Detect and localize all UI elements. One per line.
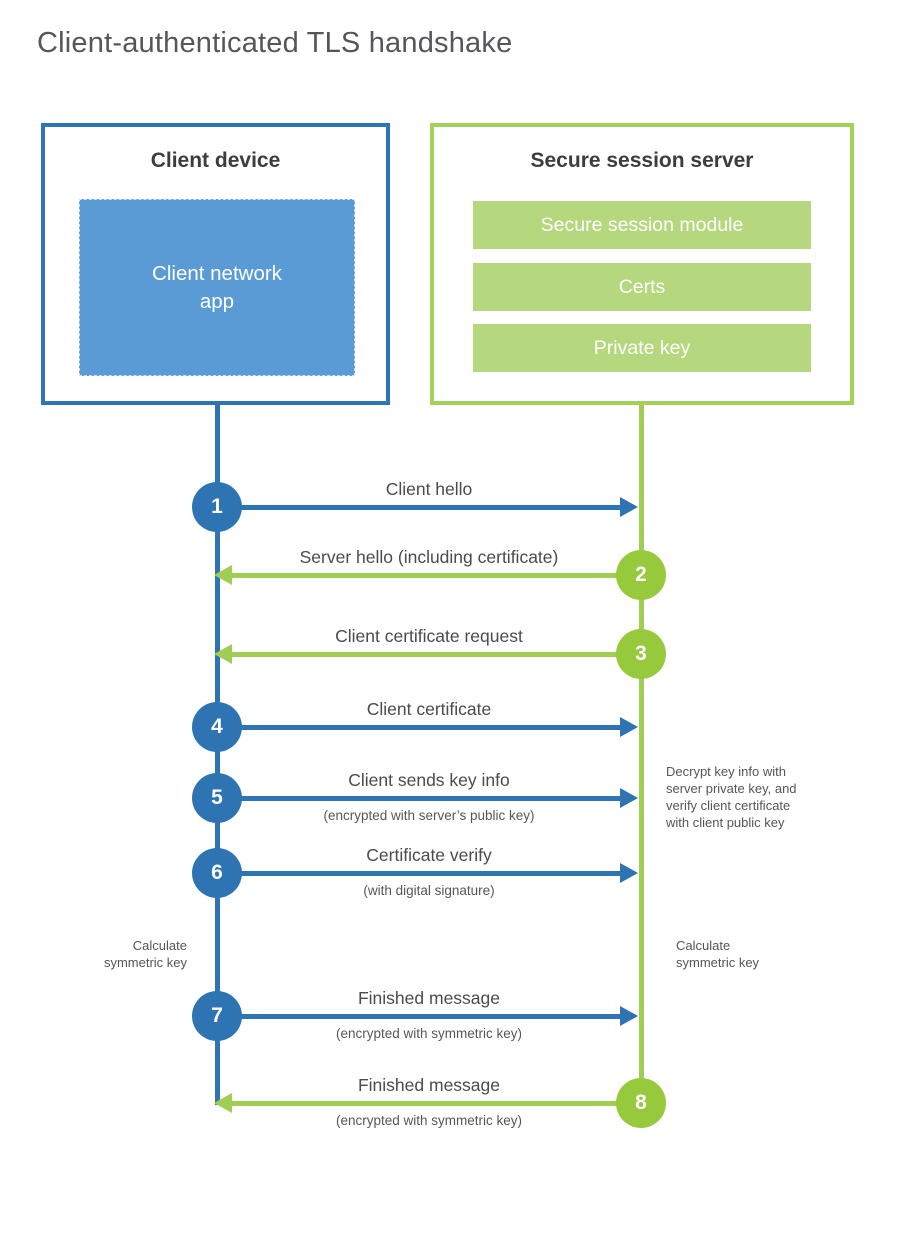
step-7-label: Finished message bbox=[357, 988, 501, 1008]
step-3-circle: 3 bbox=[616, 629, 666, 679]
step-6-sublabel: (with digital signature) bbox=[363, 883, 495, 898]
server-module-private-key: Private key bbox=[473, 324, 811, 372]
step-5-sublabel: (encrypted with server’s public key) bbox=[323, 808, 535, 823]
step-3-label: Client certificate request bbox=[335, 626, 523, 646]
step-3-arrowhead-icon bbox=[214, 644, 232, 664]
step-8-sublabel: (encrypted with symmetric key) bbox=[335, 1113, 523, 1128]
step-4-label: Client certificate bbox=[366, 699, 492, 719]
note-decrypt-key-info: Decrypt key info with server private key… bbox=[666, 764, 797, 830]
client-lifeline bbox=[215, 405, 220, 1105]
step-7-arrowhead-icon bbox=[620, 1006, 638, 1026]
server-lifeline bbox=[639, 405, 644, 1105]
step-8-circle: 8 bbox=[616, 1078, 666, 1128]
client-device-title: Client device bbox=[150, 149, 281, 172]
step-2-arrow-line bbox=[232, 573, 641, 578]
note-calculate-symmetric-key-server: Calculate symmetric key bbox=[676, 938, 760, 970]
step-4-arrowhead-icon bbox=[620, 717, 638, 737]
step-7-arrow-line bbox=[217, 1014, 621, 1019]
step-6-label: Certificate verify bbox=[366, 845, 492, 865]
server-module-secure-session: Secure session module bbox=[473, 201, 811, 249]
step-5-arrowhead-icon bbox=[620, 788, 638, 808]
server-module-certs: Certs bbox=[473, 263, 811, 311]
step-8-arrowhead-icon bbox=[214, 1093, 232, 1113]
step-5-label: Client sends key info bbox=[348, 770, 510, 790]
step-7-sublabel: (encrypted with symmetric key) bbox=[335, 1026, 523, 1041]
step-6-arrow-line bbox=[217, 871, 621, 876]
step-1-circle: 1 bbox=[192, 482, 242, 532]
step-1-arrow-line bbox=[217, 505, 621, 510]
step-4-arrow-line bbox=[217, 725, 621, 730]
step-2-circle: 2 bbox=[616, 550, 666, 600]
note-calculate-symmetric-key-client: Calculate symmetric key bbox=[103, 938, 187, 970]
step-1-arrowhead-icon bbox=[620, 497, 638, 517]
step-5-arrow-line bbox=[217, 796, 621, 801]
step-2-label: Server hello (including certificate) bbox=[299, 547, 559, 567]
step-7-circle: 7 bbox=[192, 991, 242, 1041]
step-6-circle: 6 bbox=[192, 848, 242, 898]
step-4-circle: 4 bbox=[192, 702, 242, 752]
step-5-circle: 5 bbox=[192, 773, 242, 823]
step-8-label: Finished message bbox=[357, 1075, 501, 1095]
page-title: Client-authenticated TLS handshake bbox=[37, 27, 513, 59]
step-3-arrow-line bbox=[232, 652, 641, 657]
step-6-arrowhead-icon bbox=[620, 863, 638, 883]
step-8-arrow-line bbox=[232, 1101, 641, 1106]
step-1-label: Client hello bbox=[385, 479, 473, 499]
step-2-arrowhead-icon bbox=[214, 565, 232, 585]
server-box-title: Secure session server bbox=[530, 149, 754, 172]
client-network-app-box: Client network app bbox=[79, 199, 355, 376]
